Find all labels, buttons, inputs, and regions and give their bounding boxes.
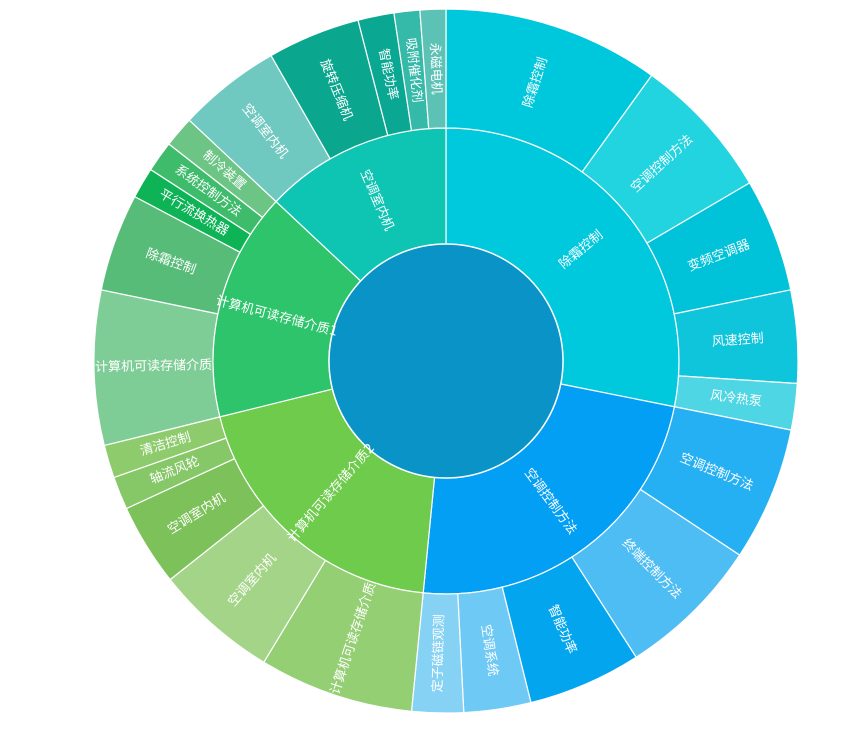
outer-label-4-3: 吸附催化剂	[402, 37, 424, 103]
outer-label-0-3: 风速控制	[711, 331, 764, 350]
root-disc[interactable]	[328, 243, 564, 479]
outer-label-3-0: 计算机可读存储介质	[95, 358, 212, 375]
outer-label-0-4: 风冷热泵	[709, 388, 763, 410]
outer-ring	[93, 8, 799, 714]
inner-ring	[212, 127, 680, 595]
outer-label-4-4: 永磁电机	[427, 42, 444, 95]
outer-label-1-4: 定子磁链观测	[431, 614, 448, 692]
outer-segment-4-4[interactable]	[419, 8, 447, 130]
center-disc	[328, 243, 564, 479]
